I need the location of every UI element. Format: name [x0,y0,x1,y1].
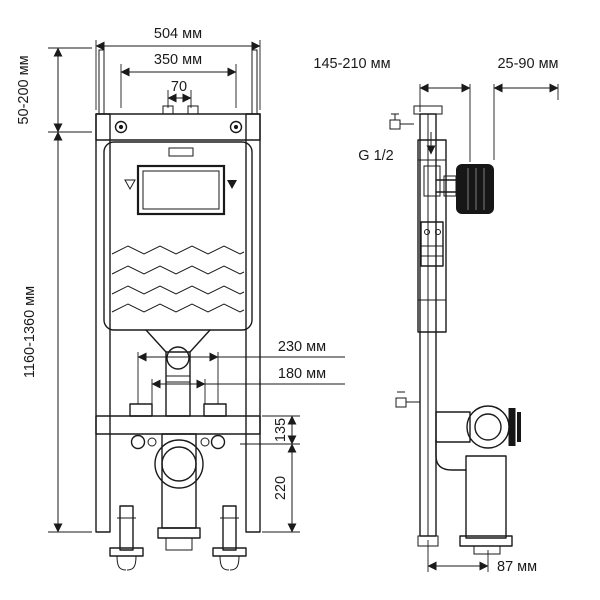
mechanism-block [420,221,444,267]
top-bolt-left [114,120,128,134]
cistern-cap [168,147,194,157]
outlet-ring-inner [474,413,502,441]
top-bolt-right [229,120,243,134]
cistern-taper-right [189,329,211,353]
water-wave [111,285,245,295]
dim-135-label: 135 [273,418,289,442]
water-wave [111,303,245,313]
frame-cross-bar [95,415,261,435]
water-level-mark-right [227,180,237,189]
foot-plate-left [109,547,144,557]
dimension-annotations: 504 мм 350 мм 70 50-200 мм 1160-1360 мм … [16,26,559,575]
cistern-taper-left [145,329,167,353]
dim-25-90-label: 25-90 мм [497,56,558,72]
dim-220-label: 220 [273,476,289,500]
foot-plate-right [212,547,247,557]
drain-bolt-left [147,437,157,447]
fill-valve-side [423,165,441,197]
top-tab-right [187,105,199,115]
dim-350-label: 350 мм [154,52,202,68]
floor-anchor [229,555,240,571]
floor-anchor [116,555,127,571]
side-view [389,105,521,555]
outlet-stub [435,411,471,443]
dim-145-210-label: 145-210 мм [313,56,390,72]
water-wave [111,265,245,275]
floor-anchor [126,555,137,571]
water-inlet-icon [389,119,401,130]
drain-bolt-right [200,437,210,447]
dim-504-label: 504 мм [154,26,202,42]
top-bolt-left-center [118,124,124,130]
mechanism-bolt [435,229,441,235]
top-stud-left [98,49,105,115]
down-pipe [465,455,507,539]
drain-outlet-inner [161,446,197,482]
foot-right [222,505,237,551]
floor-anchor [219,555,230,571]
thread-size-label: G 1/2 [358,148,393,164]
foot-left [119,505,134,551]
frame-rail-right [245,113,261,533]
drain-stub [165,537,193,551]
cistern-side-profile [417,139,447,333]
elbow-wall [435,439,467,471]
drain-flange [157,527,201,539]
down-pipe-stub [473,545,501,555]
outlet-ring-outer [466,405,510,449]
drain-outlet-outer [154,439,204,489]
dim-70-label: 70 [171,79,187,95]
mount-bolt-left [130,434,146,450]
water-wave [111,245,245,255]
dim-50-200-label: 50-200 мм [16,55,32,124]
dim-87-label: 87 мм [497,559,537,575]
frame-top-bar [95,113,261,141]
mechanism-bolt [424,229,430,235]
dim-1160-1360-label: 1160-1360 мм [22,286,38,378]
access-window-inner [142,170,220,210]
stud-fitting-right [203,403,227,417]
water-level-mark-left [124,179,136,191]
top-bolt-right-center [233,124,239,130]
access-window [136,164,226,216]
frame-rail-left [95,113,111,533]
dim-180-label: 180 мм [278,366,326,382]
dim-230-label: 230 мм [278,339,326,355]
stud-fitting-left [129,403,153,417]
front-view [95,49,261,571]
lower-valve-icon [395,397,407,408]
cistern-body [103,141,253,331]
top-stud-right [251,49,258,115]
side-top-cap [413,105,443,115]
flush-pipe-coupling [166,346,190,370]
mount-bolt-right [210,434,226,450]
